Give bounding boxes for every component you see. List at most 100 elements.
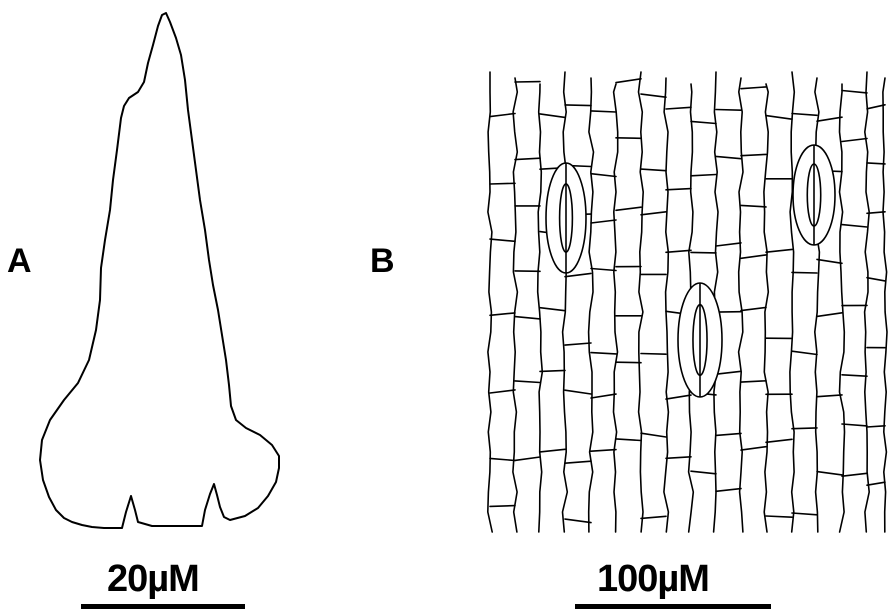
cross-cell-wall [741,255,766,258]
cross-cell-wall [691,121,716,123]
cross-cell-wall [842,473,867,476]
cross-cell-wall [490,313,515,315]
cross-cell-wall [591,269,616,271]
cross-cell-wall [691,175,716,176]
cross-cell-wall [666,457,691,459]
cross-cell-wall [540,449,565,452]
vertical-cell-wall [790,72,794,532]
vertical-cell-wall [589,78,594,532]
panel-a-label: A [7,244,32,278]
cross-cell-wall [641,516,666,518]
cross-cell-wall [817,313,842,317]
cross-cell-wall [741,381,766,382]
cross-cell-wall [515,317,540,319]
cross-cell-wall [817,117,842,121]
cross-cell-wall [515,457,540,460]
vertical-cell-wall [488,72,492,532]
cross-cell-wall [490,458,515,460]
cross-cell-wall [842,375,867,376]
cross-cell-wall [565,343,591,345]
cross-cell-wall [741,447,766,450]
cross-cell-wall [716,433,741,435]
cross-cell-wall [716,489,741,492]
cross-cell-wall [641,94,666,97]
cross-cell-wall [540,114,565,118]
cross-cell-wall [616,207,641,210]
cross-cell-wall [842,91,867,93]
cross-cell-wall [766,116,792,120]
cross-cell-wall [741,205,766,207]
cross-cell-wall [616,138,641,139]
cross-cell-wall [565,461,591,463]
cross-cell-wall [591,353,616,354]
cross-cell-wall [842,139,867,142]
cross-cell-wall [616,362,641,363]
cross-cell-wall [641,169,666,171]
vertical-cell-wall [614,84,618,532]
cross-cell-wall [716,243,741,246]
cross-cell-wall [741,154,766,155]
cross-cell-wall [490,183,515,184]
cross-cell-wall [565,390,591,394]
cross-cell-wall [842,225,867,227]
cross-cell-wall [591,220,616,223]
cross-cell-wall [515,381,540,383]
cross-cell-wall [565,519,591,523]
cross-cell-wall [666,395,691,399]
panel-b-scale-bar [575,604,771,609]
cross-cell-wall [867,482,885,485]
cross-cell-wall [515,158,540,159]
cross-cell-wall [792,428,817,429]
panel-b-scale-text: 100µM [597,560,709,598]
cross-cell-wall [591,111,616,112]
cross-cell-wall [766,439,792,442]
cross-cell-wall [867,278,885,281]
cross-cell-wall [565,273,591,276]
cross-cell-wall [490,390,515,393]
cross-cell-wall [867,105,885,109]
cross-cell-wall [817,259,842,263]
cross-cell-wall [490,506,515,507]
cross-cell-wall [540,370,565,371]
cross-cell-wall [817,395,842,397]
cross-cell-wall [591,394,616,398]
cross-cell-wall [591,174,616,177]
cross-cell-wall [741,87,766,89]
cross-cell-wall [817,472,842,475]
cross-cell-wall [716,371,741,374]
cross-cell-wall [842,424,867,426]
cross-cell-wall [666,107,691,109]
cross-cell-wall [565,105,591,106]
cross-cell-wall [792,272,817,273]
cross-cell-wall [716,110,741,111]
cross-cell-wall [867,426,885,427]
vertical-cell-wall [513,78,518,532]
cross-cell-wall [616,439,641,441]
cross-cell-wall [666,250,691,252]
cross-cell-wall [490,114,515,117]
cross-cell-wall [641,212,666,215]
vertical-cell-wall [639,72,644,532]
vertical-cell-wall [883,78,887,532]
vertical-cell-wall [840,84,845,532]
cross-cell-wall [691,252,716,253]
panel-a-scale-bar [81,604,245,609]
panel-b-label: B [370,244,395,278]
cross-cell-wall [867,163,885,164]
cross-cell-wall [591,450,616,452]
cross-cell-wall [741,307,766,310]
cross-cell-wall [766,249,792,252]
vertical-cell-wall [865,72,870,532]
cross-cell-wall [641,433,666,437]
cross-cell-wall [490,239,515,241]
cross-cell-wall [641,354,666,355]
cross-cell-wall [540,308,565,311]
cross-cell-wall [616,79,641,83]
panel-a-scale-text: 20µM [107,560,199,598]
cross-cell-wall [766,516,792,517]
cross-cell-wall [716,156,741,158]
cross-cell-wall [792,351,817,354]
vertical-cell-wall [739,78,743,532]
